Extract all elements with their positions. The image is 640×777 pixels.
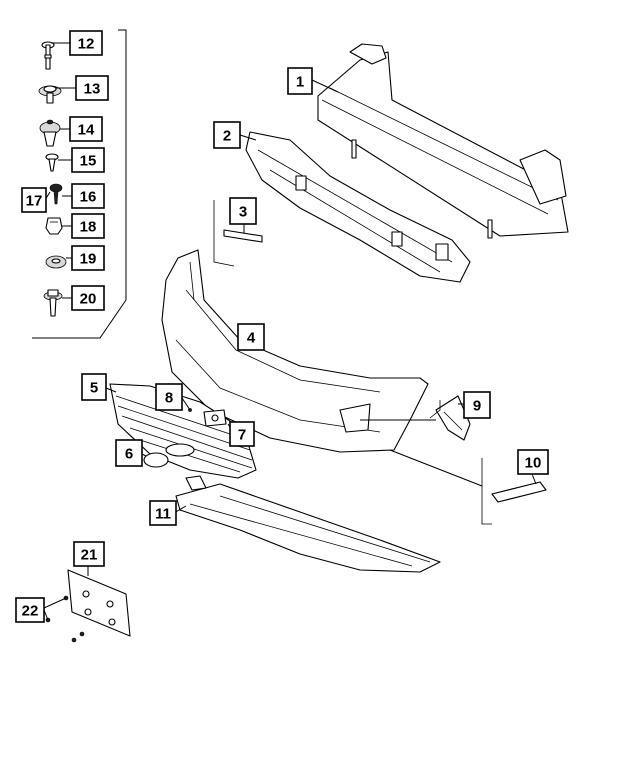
- callout-21: 21: [73, 541, 105, 567]
- callout-1: 1: [287, 67, 313, 95]
- callout-label: 22: [22, 603, 39, 620]
- callout-label: 1: [296, 74, 304, 91]
- callout-box: [149, 500, 177, 526]
- callout-label: 19: [80, 251, 97, 268]
- part-10-trim-strip: [481, 458, 547, 525]
- callout-22: 22: [15, 597, 45, 623]
- part-20-flange-bolt: [43, 289, 63, 317]
- callout-box: [115, 439, 143, 467]
- callout-box: [71, 285, 105, 311]
- callout-label: 11: [155, 506, 171, 523]
- callout-box: [213, 121, 241, 149]
- part-12-push-pin: [41, 41, 55, 70]
- callout-box: [155, 383, 183, 411]
- callout-4: 4: [237, 323, 265, 351]
- callout-label: 18: [80, 219, 97, 236]
- callout-box: [21, 187, 47, 213]
- callout-label: 20: [80, 291, 97, 308]
- callout-box: [71, 183, 105, 209]
- part-19-washer: [45, 255, 67, 269]
- part-6-emblem: [143, 452, 169, 468]
- callout-box: [75, 75, 109, 101]
- part-7-sensor-bracket: [188, 408, 227, 427]
- callout-15: 15: [71, 147, 105, 173]
- callout-17: 17: [21, 187, 47, 213]
- callout-label: 13: [84, 81, 101, 98]
- callout-label: 7: [238, 427, 246, 444]
- part-13-grommet-nut: [38, 85, 62, 104]
- callout-box: [287, 67, 313, 95]
- callout-label: 10: [525, 455, 542, 472]
- callout-label: 2: [223, 128, 231, 145]
- callout-9: 9: [463, 391, 491, 419]
- callout-label: 6: [125, 446, 133, 463]
- callout-box: [69, 30, 103, 56]
- part-14-retainer-clip: [39, 119, 61, 147]
- callout-7: 7: [229, 421, 255, 447]
- callout-label: 9: [473, 398, 481, 415]
- callout-3: 3: [229, 197, 257, 225]
- callout-box: [73, 541, 105, 567]
- callout-label: 5: [90, 380, 98, 397]
- callout-12: 12: [69, 30, 103, 56]
- callout-5: 5: [81, 373, 107, 401]
- callout-box: [71, 147, 105, 173]
- callout-box: [237, 323, 265, 351]
- callout-6: 6: [115, 439, 143, 467]
- part-18-clip: [45, 217, 63, 235]
- callout-label: 21: [81, 547, 98, 564]
- callout-label: 4: [247, 330, 256, 347]
- callout-box: [463, 391, 491, 419]
- part-16-bolt: [49, 183, 63, 205]
- part-5-grille: [109, 383, 257, 479]
- part-11-underbody-shield: [175, 475, 441, 573]
- callout-label: 14: [78, 122, 95, 139]
- callout-box: [15, 597, 45, 623]
- part-9-fog-lamp-bezel: [429, 395, 471, 441]
- callout-label: 15: [80, 153, 97, 170]
- callout-18: 18: [71, 213, 105, 239]
- callout-label: 8: [165, 390, 173, 407]
- callout-box: [71, 245, 105, 271]
- callout-label: 12: [78, 36, 95, 53]
- part-15-screw: [45, 153, 59, 172]
- callout-label: 16: [80, 189, 97, 206]
- part-2-energy-absorber: [245, 131, 471, 283]
- callout-label: 3: [239, 204, 247, 221]
- part-21-license-bracket: [67, 569, 131, 637]
- callout-2: 2: [213, 121, 241, 149]
- callout-box: [69, 116, 103, 142]
- callout-box: [229, 197, 257, 225]
- callout-11: 11: [149, 500, 177, 526]
- fastener-group-bracket: [32, 29, 127, 339]
- part-4-bumper-fascia: [161, 249, 429, 453]
- callout-14: 14: [69, 116, 103, 142]
- callout-20: 20: [71, 285, 105, 311]
- callout-10: 10: [517, 449, 549, 475]
- callout-8: 8: [155, 383, 183, 411]
- callout-13: 13: [75, 75, 109, 101]
- part-1-bumper-reinforcement: [317, 43, 569, 239]
- callout-19: 19: [71, 245, 105, 271]
- part-3-bumper-bracket: [213, 200, 263, 267]
- callout-box: [229, 421, 255, 447]
- callout-label: 17: [26, 193, 43, 210]
- callout-box: [71, 213, 105, 239]
- callout-16: 16: [71, 183, 105, 209]
- callout-box: [517, 449, 549, 475]
- callout-box: [81, 373, 107, 401]
